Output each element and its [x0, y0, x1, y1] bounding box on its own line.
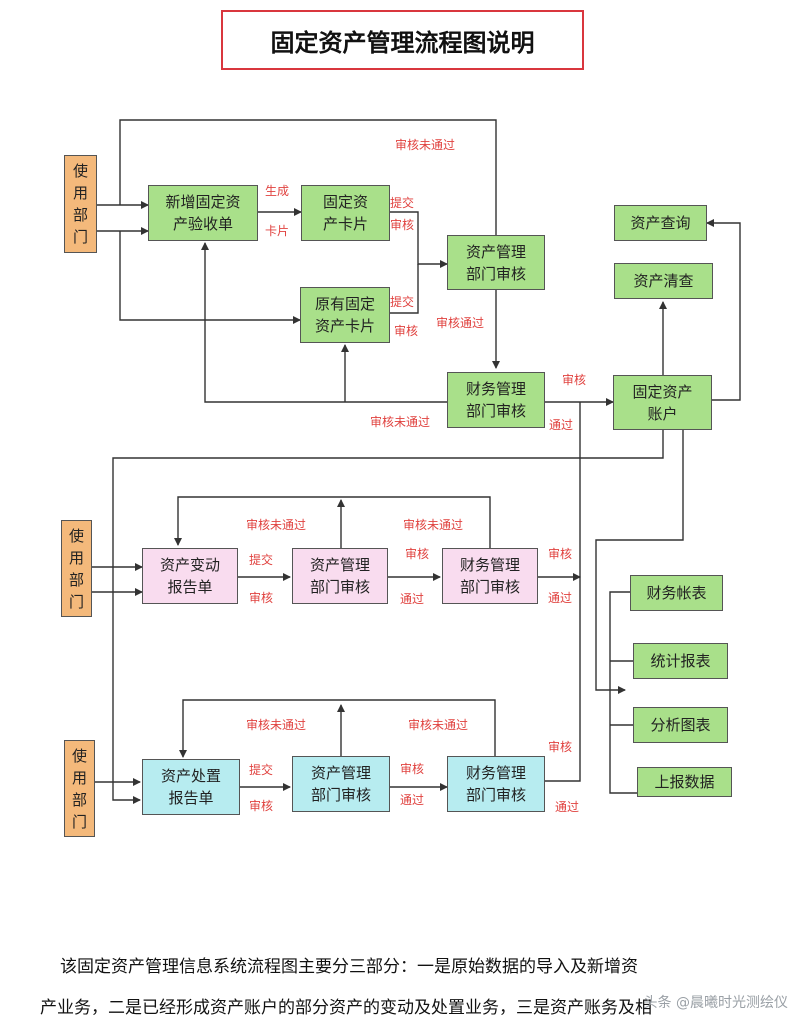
label-generate: 生成	[265, 184, 290, 198]
label-submit: 提交	[390, 295, 415, 309]
label-not-passed: 审核未通过	[395, 138, 456, 152]
label-pass: 通过	[548, 591, 573, 605]
watermark: 头条 @晨曦时光测绘仪	[643, 995, 788, 1011]
asset-check: 资产清查	[614, 263, 713, 299]
label-submit: 提交	[249, 763, 274, 777]
using-department-2: 使 用 部 门	[61, 520, 92, 617]
asset-change-report: 资产变动 报告单	[142, 548, 238, 604]
label-not-passed: 审核未通过	[408, 718, 469, 732]
statistics-report: 统计报表	[633, 643, 728, 679]
label-review: 审核	[405, 547, 430, 561]
label-review: 审核	[400, 762, 425, 776]
using-department-3: 使 用 部 门	[64, 740, 95, 837]
label-submit: 提交	[249, 553, 274, 567]
label-submit: 提交	[390, 196, 415, 210]
label-review: 审核	[548, 740, 573, 754]
asset-mgmt-review-1: 资产管理 部门审核	[447, 235, 545, 290]
label-review: 审核	[249, 591, 274, 605]
label-review: 审核	[394, 324, 419, 338]
using-department-1: 使 用 部 门	[64, 155, 97, 253]
label-not-passed: 审核未通过	[246, 718, 307, 732]
label-not-passed: 审核未通过	[246, 518, 307, 532]
label-pass: 通过	[400, 592, 425, 606]
finance-mgmt-review-2: 财务管理 部门审核	[442, 548, 538, 604]
existing-fixed-asset-card: 原有固定 资产卡片	[300, 287, 390, 343]
label-review: 审核	[548, 547, 573, 561]
asset-query: 资产查询	[614, 205, 707, 241]
analysis-chart: 分析图表	[633, 707, 728, 743]
label-review: 审核	[390, 218, 415, 232]
label-pass: 通过	[555, 800, 580, 814]
label-review: 审核	[562, 373, 587, 387]
label-pass: 通过	[400, 793, 425, 807]
fixed-asset-account: 固定资产 账户	[613, 375, 712, 430]
finance-ledger: 财务帐表	[630, 575, 723, 611]
label-pass: 通过	[549, 418, 574, 432]
fixed-asset-card: 固定资 产卡片	[301, 185, 390, 241]
label-not-passed: 审核未通过	[370, 415, 431, 429]
page-title: 固定资产管理流程图说明	[221, 10, 584, 70]
finance-mgmt-review-1: 财务管理 部门审核	[447, 372, 545, 428]
asset-mgmt-review-2: 资产管理 部门审核	[292, 548, 388, 604]
label-passed: 审核通过	[436, 316, 485, 330]
description-line-1: 该固定资产管理信息系统流程图主要分三部分：一是原始数据的导入及新增资	[60, 957, 638, 977]
asset-disposal-report: 资产处置 报告单	[142, 759, 240, 815]
upload-data: 上报数据	[637, 767, 732, 797]
description-line-2: 产业务，二是已经形成资产账户的部分资产的变动及处置业务，三是资产账务及相	[40, 998, 652, 1018]
label-card: 卡片	[265, 224, 290, 238]
new-asset-acceptance-form: 新增固定资 产验收单	[148, 185, 258, 241]
finance-mgmt-review-3: 财务管理 部门审核	[447, 756, 545, 812]
label-review: 审核	[249, 799, 274, 813]
asset-mgmt-review-3: 资产管理 部门审核	[292, 756, 390, 812]
label-not-passed: 审核未通过	[403, 518, 464, 532]
